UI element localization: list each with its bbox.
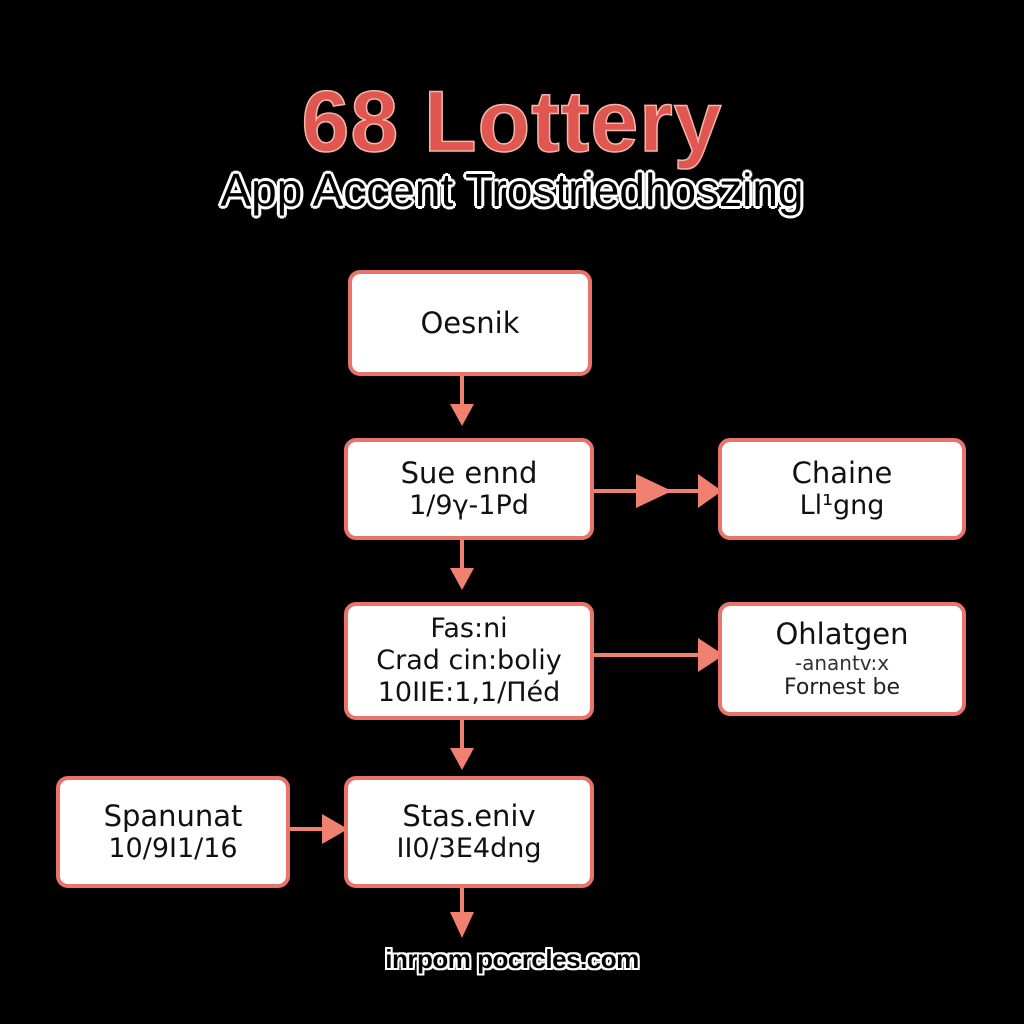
- arrowhead-right-icon: [636, 474, 672, 508]
- node-sublabel: 10/9I1/16: [108, 833, 238, 864]
- node-label: Stas.eniv: [402, 799, 536, 833]
- node-sublabel: II0/3E4dng: [396, 833, 542, 864]
- flow-node-start[interactable]: Oesnik: [348, 270, 592, 376]
- node-detail: 10IIE:1,1/Πéd: [377, 677, 561, 708]
- node-label: Oesnik: [420, 306, 520, 340]
- footer-url: inrpom pocrcles.com: [385, 944, 639, 974]
- node-label: Fas:ni: [430, 613, 508, 644]
- node-sublabel: Crad cin:boliy: [376, 645, 562, 676]
- node-sublabel: 1/9γ-1Pd: [409, 490, 529, 521]
- arrowhead-down-icon: [450, 568, 474, 590]
- flow-node-side3[interactable]: Ohlatgen -anantv:x Fornest be: [718, 602, 966, 716]
- flow-node-step4[interactable]: Stas.eniv II0/3E4dng: [344, 776, 594, 888]
- arrowhead-down-icon: [450, 748, 474, 770]
- node-detail: Fornest be: [783, 675, 901, 700]
- node-label: Spanunat: [103, 799, 243, 833]
- node-sublabel: Ll¹gng: [799, 490, 885, 521]
- node-sublabel: -anantv:x: [794, 651, 890, 675]
- flow-node-left4[interactable]: Spanunat 10/9I1/16: [56, 776, 290, 888]
- node-label: Ohlatgen: [775, 617, 909, 651]
- node-label: Chaine: [791, 456, 893, 490]
- diagram-subtitle: App Accent Trostriedhoszing: [220, 164, 804, 216]
- arrowhead-down-icon: [450, 404, 474, 426]
- arrowhead-down-icon: [450, 912, 474, 938]
- flow-node-side2[interactable]: Chaine Ll¹gng: [718, 438, 966, 540]
- flow-node-step2[interactable]: Sue ennd 1/9γ-1Pd: [344, 438, 594, 540]
- node-label: Sue ennd: [400, 456, 538, 490]
- diagram-title: 68 Lottery: [301, 73, 723, 171]
- flow-node-step3[interactable]: Fas:ni Crad cin:boliy 10IIE:1,1/Πéd: [344, 602, 594, 720]
